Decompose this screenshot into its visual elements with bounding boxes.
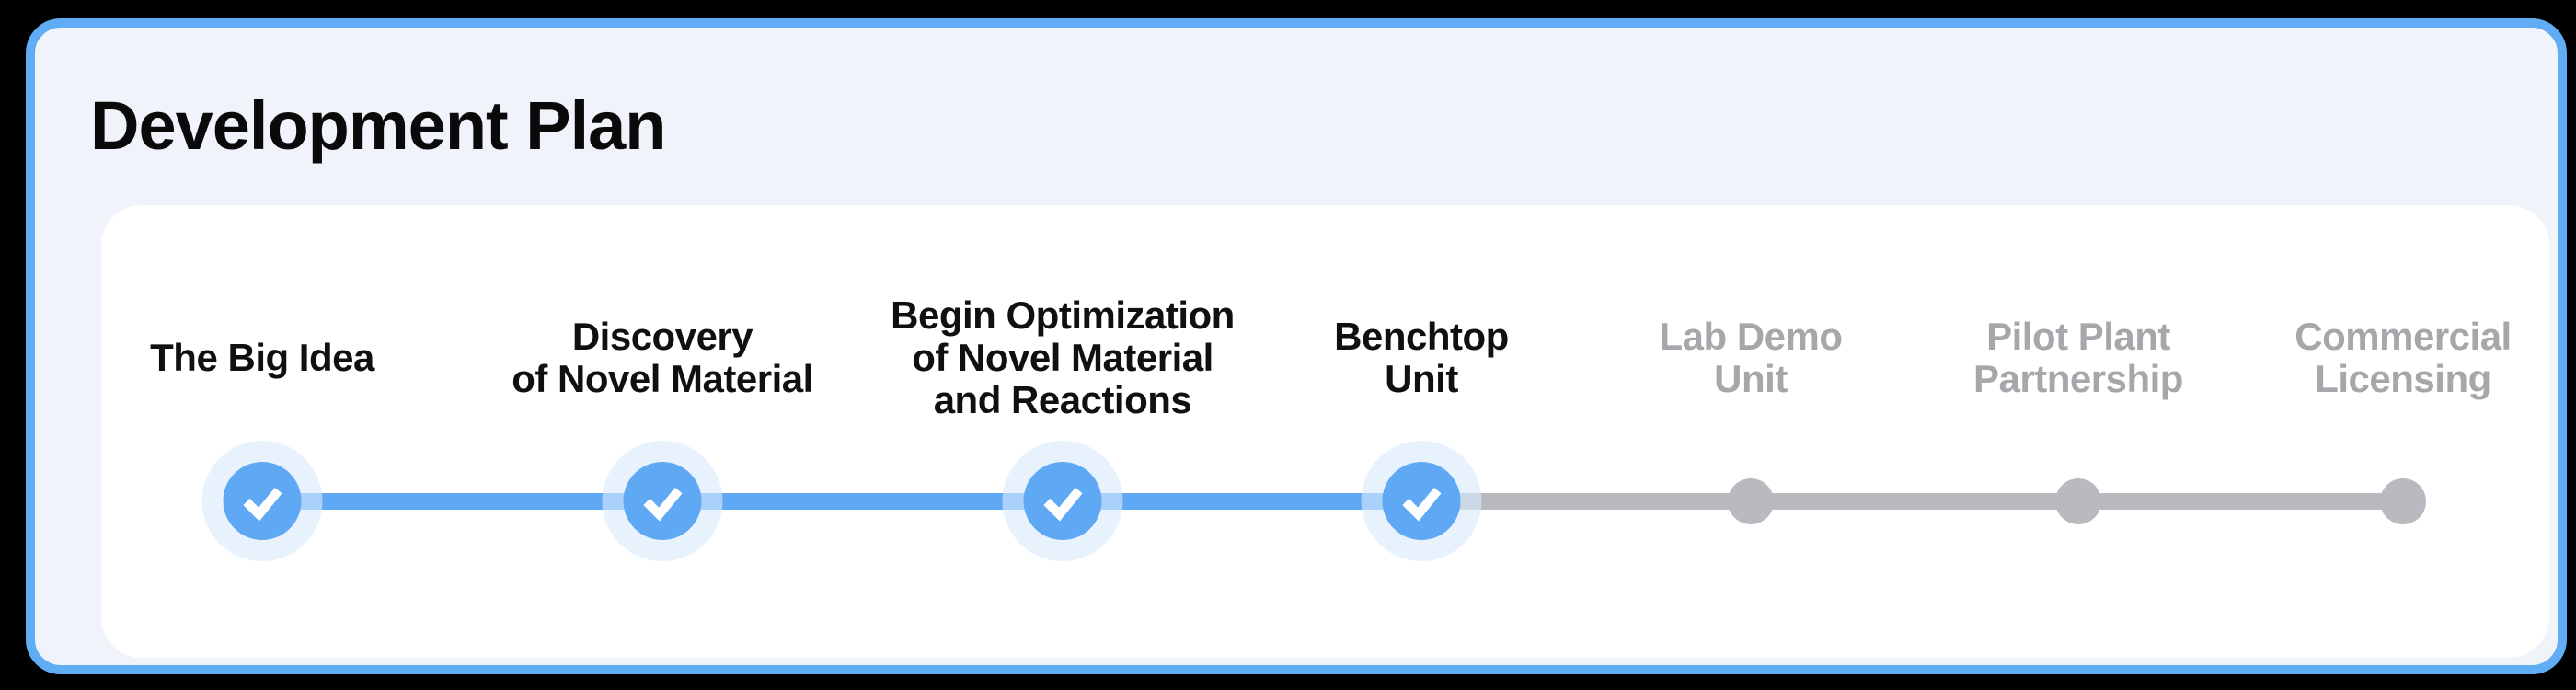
milestone-label-discovery: Discovery of Novel Material	[512, 315, 813, 400]
development-plan-card: Development Plan The Big Idea Discovery …	[26, 18, 2567, 674]
milestone-dot-pending-6	[2055, 478, 2101, 524]
milestone-dot-pending-5	[1728, 478, 1774, 524]
milestone-dot-complete-1	[223, 462, 302, 540]
milestone-dot-complete-3	[1023, 462, 1102, 540]
timeline-progress-line	[262, 493, 1421, 510]
milestone-label-pilot-plant: Pilot Plant Partnership	[1973, 315, 2183, 400]
milestone-label-commercial: Commercial Licensing	[2294, 315, 2512, 400]
timeline-panel: The Big Idea Discovery of Novel Material…	[101, 205, 2549, 658]
check-icon	[642, 487, 683, 521]
milestone-label-lab-demo-unit: Lab Demo Unit	[1659, 315, 1843, 400]
check-icon	[1401, 487, 1442, 521]
check-icon	[1042, 487, 1083, 521]
milestone-label-benchtop-unit: Benchtop Unit	[1334, 315, 1509, 400]
milestone-dot-complete-2	[623, 462, 702, 540]
milestone-dot-complete-4	[1382, 462, 1461, 540]
milestone-label-begin-optimization: Begin Optimization of Novel Material and…	[891, 293, 1235, 421]
milestone-dot-pending-7	[2380, 478, 2426, 524]
milestone-label-the-big-idea: The Big Idea	[150, 336, 374, 379]
check-icon	[242, 487, 282, 521]
page-title: Development Plan	[90, 87, 667, 164]
